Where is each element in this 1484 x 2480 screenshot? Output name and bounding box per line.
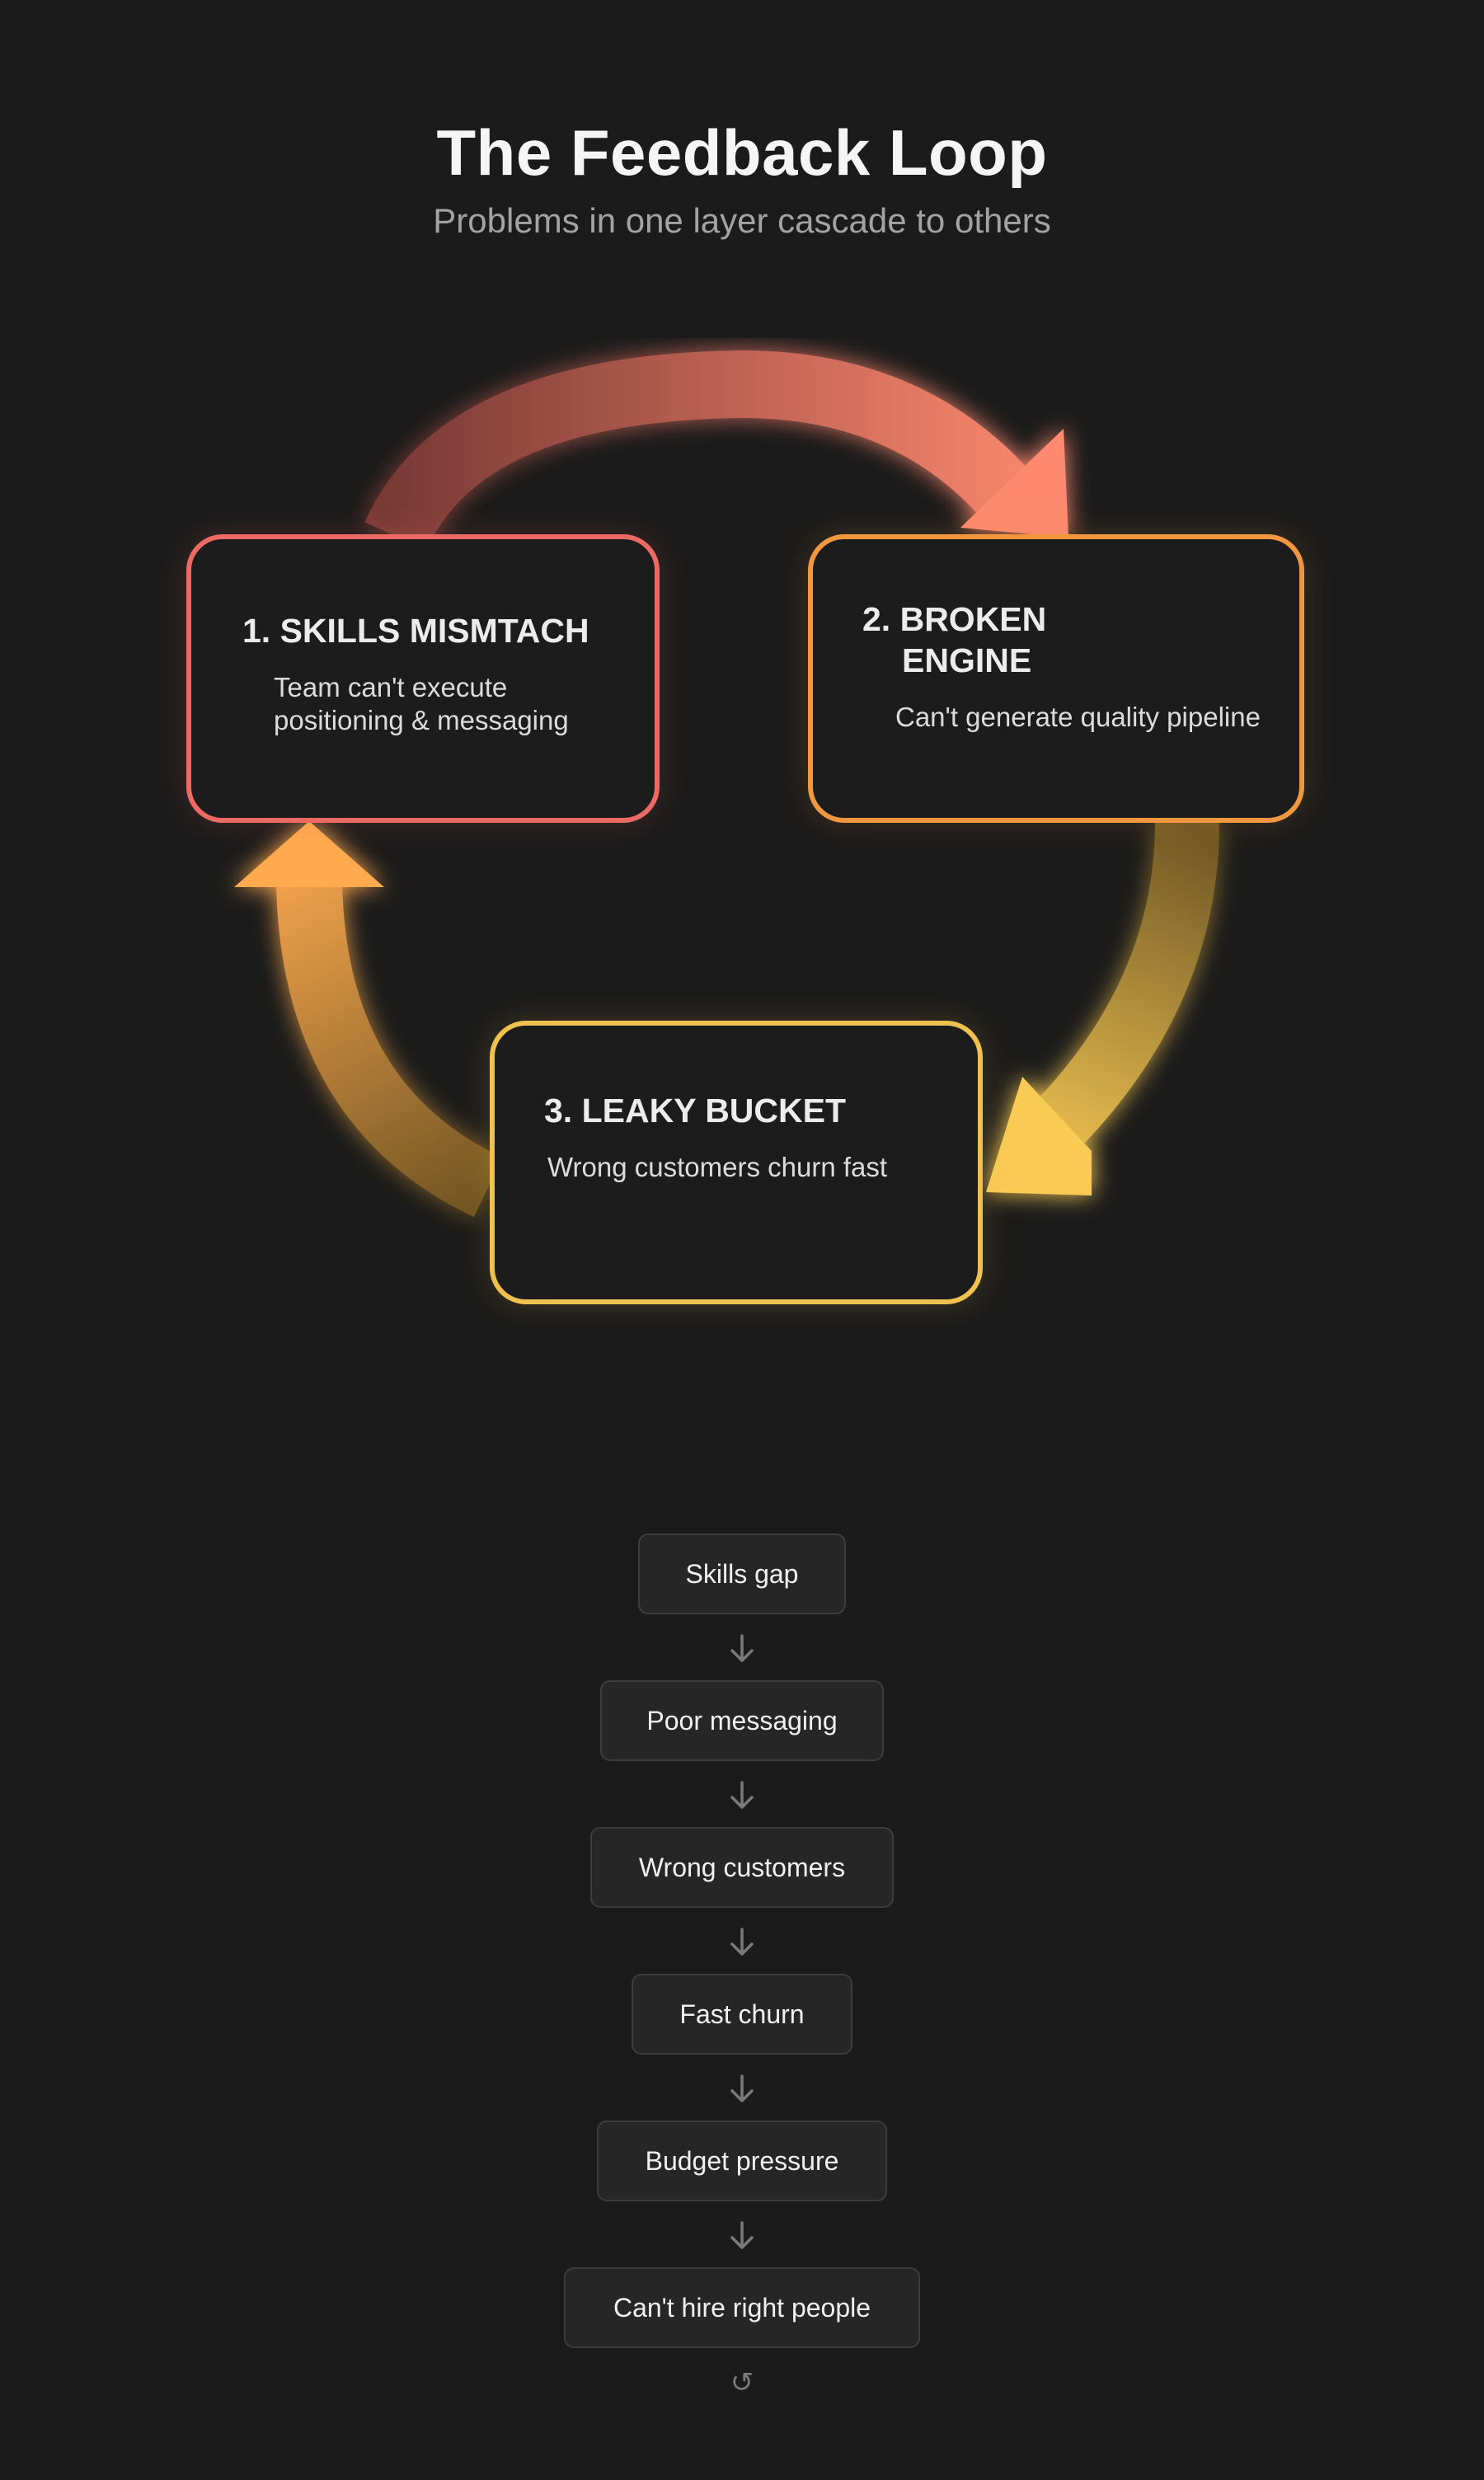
down-arrow-icon	[730, 1634, 754, 1662]
card-title: 1. SKILLS MISMTACH	[242, 612, 589, 650]
page-subtitle: Problems in one layer cascade to others	[433, 201, 1051, 240]
page-title: The Feedback Loop	[436, 116, 1048, 189]
card-skills-mismatch: 1. SKILLS MISMTACH Team can't execute po…	[186, 534, 660, 823]
cycle-arrows	[234, 350, 1219, 1218]
arrow-bucket-to-skills	[234, 821, 503, 1218]
arrow-engine-to-bucket	[986, 822, 1219, 1195]
chain-step-poor-messaging: Poor messaging	[600, 1680, 884, 1761]
down-arrow-icon	[730, 2221, 754, 2249]
chain-step-wrong-customers: Wrong customers	[590, 1827, 894, 1908]
card-description: Can't generate quality pipeline	[895, 702, 1261, 732]
card-title-line-1: 2. BROKEN	[862, 600, 1047, 638]
down-arrow-icon	[730, 2074, 754, 2102]
card-description: Team can't execute positioning & messagi…	[274, 672, 569, 735]
chain-step-cant-hire: Can't hire right people	[564, 2267, 920, 2348]
arrow-skills-to-engine	[364, 350, 1068, 551]
chain-step-fast-churn: Fast churn	[632, 1974, 852, 2055]
card-leaky-bucket: 3. LEAKY BUCKET Wrong customers churn fa…	[490, 1021, 983, 1304]
chain-step-budget-pressure: Budget pressure	[597, 2121, 887, 2201]
card-title: 3. LEAKY BUCKET	[544, 1092, 847, 1130]
card-title-line-2: ENGINE	[902, 641, 1032, 679]
chain-step-skills-gap: Skills gap	[638, 1534, 846, 1614]
card-description: Wrong customers churn fast	[547, 1152, 888, 1182]
card-broken-engine: 2. BROKEN ENGINE Can't generate quality …	[808, 534, 1304, 823]
loop-arrow-icon: ↺	[730, 2367, 754, 2398]
down-arrow-icon	[730, 1928, 754, 1956]
down-arrow-icon	[730, 1781, 754, 1809]
card-title: 2. BROKEN ENGINE	[862, 599, 1110, 681]
